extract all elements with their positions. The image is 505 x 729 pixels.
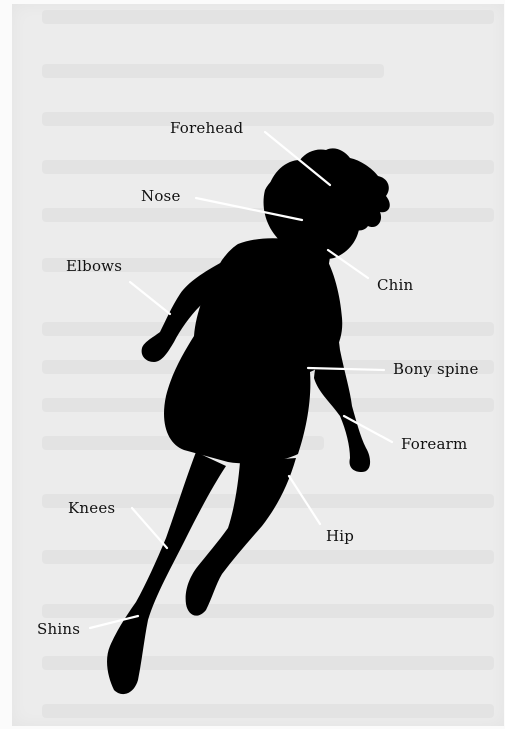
- hip-leader-line: [289, 476, 320, 524]
- label-chin: Chin: [377, 276, 413, 294]
- chin-leader-line: [328, 250, 368, 278]
- label-elbows: Elbows: [66, 257, 122, 275]
- label-shins: Shins: [37, 620, 80, 638]
- label-hip: Hip: [326, 527, 354, 545]
- label-forearm: Forearm: [401, 435, 467, 453]
- label-forehead: Forehead: [170, 119, 243, 137]
- elbows-leader-line: [130, 282, 170, 314]
- child-silhouette: [107, 148, 390, 694]
- label-knees: Knees: [68, 499, 115, 517]
- label-bony-spine: Bony spine: [393, 360, 479, 378]
- torso: [164, 238, 342, 463]
- knees-leader-line: [132, 508, 167, 548]
- label-nose: Nose: [141, 187, 181, 205]
